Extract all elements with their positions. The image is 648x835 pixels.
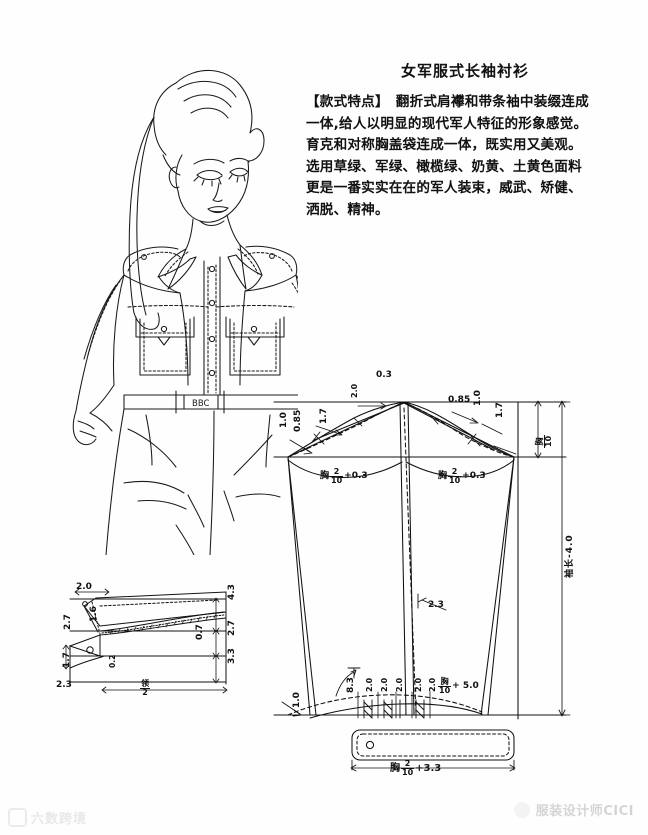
hem-ease-formula: 胸 10 + 5.0 [438, 678, 479, 695]
collar-label-2-0: 2.0 [76, 582, 92, 592]
bicep-right-formula: 胸 2 10 +0.3 [438, 468, 486, 485]
collar-label-2-3: 2.3 [56, 680, 72, 690]
bicep-left-char: 胸 [320, 471, 330, 481]
cuff-width-addend: +3.3 [415, 762, 442, 774]
collar-label-2-7-lower: 2.7 [227, 620, 237, 636]
page-title: 女军服式长袖衬衫 [400, 62, 529, 80]
sleeve-length-label: 袖长-4.0 [565, 534, 575, 578]
style-description: 【款式特点】 翻折式肩襻和带条袖中装缀连成 一体,给人以明显的现代军人特征的形象… [306, 92, 624, 221]
watermark-right-text: 服装设计师CICI [535, 804, 634, 819]
belt-buckle-text: BBC [192, 399, 210, 409]
bicep-left-frac-n: 2 [330, 468, 344, 477]
cuff-width-formula: 胸 2 10 +3.3 [390, 760, 441, 777]
desc-line-4: 更是一番实实在在的军人装束，威武、矫健、 [306, 180, 582, 196]
collar-width-denominator: 2 [142, 688, 148, 697]
bicep-left-addend: +0.3 [344, 471, 368, 481]
collar-label-3-3: 3.3 [227, 648, 237, 664]
hem-ease-denominator: 10 [439, 686, 451, 695]
bicep-left-formula: 胸 2 10 +0.3 [320, 468, 368, 485]
sleeve-label-2-0-top: 2.0 [350, 383, 359, 398]
bicep-left-frac-d: 10 [331, 476, 343, 485]
bicep-right-char: 胸 [438, 471, 448, 481]
watermark-right-icon [513, 801, 530, 818]
sleeve-label-8-3: 8.3 [346, 677, 356, 693]
cap-height-denominator: 10 [544, 435, 553, 447]
sleeve-label-0-85-left: 0.85 [293, 409, 303, 432]
watermark-left: 六数跨境 [8, 808, 87, 827]
watermark-right: 服装设计师CICI [513, 800, 634, 819]
sleeve-label-0-85-right: 0.85 [448, 395, 471, 405]
desc-line-0: 【款式特点】 翻折式肩襻和带条袖中装缀连成 [306, 94, 589, 110]
watermark-left-text: 六数跨境 [31, 812, 88, 827]
desc-line-5: 洒脱、精神。 [306, 201, 389, 218]
collar-label-0-7: 0.7 [195, 624, 205, 640]
cuff-width-char: 胸 [390, 762, 400, 774]
bicep-right-addend: +0.3 [462, 471, 486, 481]
sleeve-label-1-0-right: 1.0 [473, 390, 483, 406]
bicep-right-frac-n: 2 [448, 468, 462, 477]
sleeve-pleat-4: 2.0 [414, 677, 423, 692]
sleeve-label-1-0-left: 1.0 [279, 412, 289, 428]
collar-width-label: 领 2 [140, 680, 150, 697]
collar-label-4-3: 4.3 [227, 584, 237, 600]
bicep-right-frac-d: 10 [449, 476, 461, 485]
sleeve-cap-height-label: 胸 10 [535, 434, 553, 448]
collar-label-1-7: 1.7 [62, 652, 72, 668]
cuff-width-frac-d: 10 [402, 768, 414, 777]
sleeve-label-1-7-right: 1.7 [495, 402, 505, 418]
sleeve-label-1-7-left: 1.7 [319, 408, 329, 424]
collar-label-0-2: 0.2 [108, 654, 117, 668]
cuff-width-frac-n: 2 [401, 760, 415, 769]
hem-ease-addend: + 5.0 [452, 681, 479, 691]
desc-line-3: 选用草绿、军绿、橄榄绿、奶黄、土黄色面料 [306, 158, 582, 175]
sleeve-pleat-5: 2.0 [428, 677, 437, 692]
sleeve-pleat-2: 2.0 [380, 677, 389, 692]
collar-width-numerator: 领 [140, 679, 150, 689]
sleeve-diagram [273, 400, 571, 772]
sleeve-pleat-1: 2.0 [365, 677, 374, 692]
sleeve-label-2-3: 2.3 [428, 600, 444, 610]
sleeve-label-0-3: 0.3 [376, 370, 392, 380]
collar-label-1-6: 1.6 [89, 606, 99, 622]
sleeve-label-1-0-bottom: 1.0 [292, 692, 302, 708]
collar-label-2-7-upper: 2.7 [63, 614, 73, 630]
desc-line-1: 一体,给人以明显的现代军人特征的形象感觉。 [306, 115, 588, 132]
desc-line-2: 育克和对称胸盖袋连成一体，既实用又美观。 [306, 137, 582, 153]
collar-diagram [62, 588, 228, 694]
watermark-left-icon [8, 808, 27, 827]
sleeve-pleat-3: 2.0 [395, 677, 404, 692]
hem-ease-numerator: 胸 [438, 678, 452, 687]
fashion-illustration: BBC [72, 69, 298, 555]
